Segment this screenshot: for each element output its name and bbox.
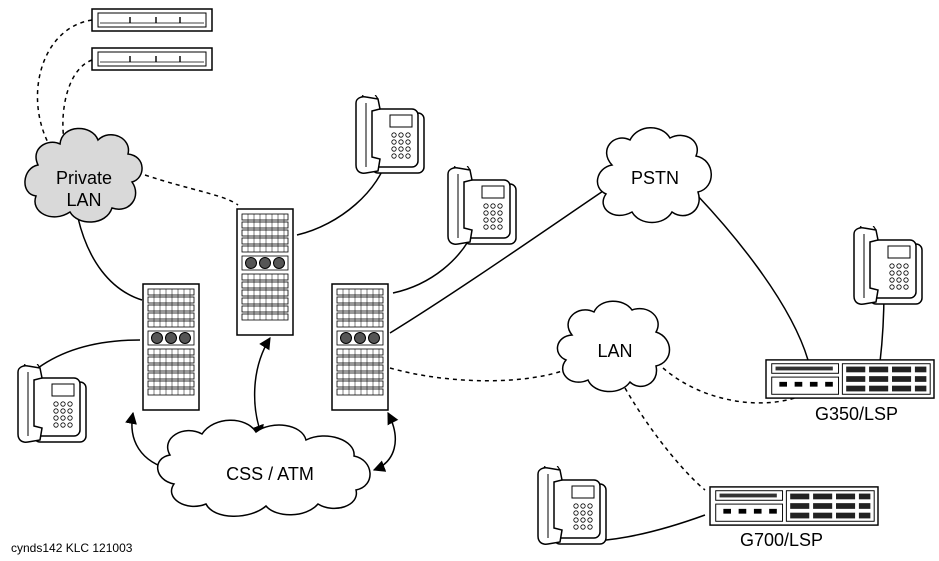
telephone-icon xyxy=(853,226,923,305)
private-lan-label-line-2: LAN xyxy=(66,190,102,210)
figure-id-label: cynds142 KLC 121003 xyxy=(11,541,133,555)
telephone-icon xyxy=(537,466,607,545)
server-rack-icon xyxy=(236,208,294,336)
gateway-icon xyxy=(765,359,935,399)
link-top-unit-1 xyxy=(36,19,93,151)
link-pstn-g350 xyxy=(696,194,809,361)
link-lan-g700 xyxy=(624,387,706,491)
telephone-icon xyxy=(447,166,517,245)
server-rack-icon xyxy=(331,283,389,411)
gateway-icon xyxy=(709,486,879,526)
link-private-lan-left-rack xyxy=(77,217,143,301)
private-lan-label: Private LAN xyxy=(46,167,122,211)
link-right-rack-lan xyxy=(389,367,571,382)
lan-label: LAN xyxy=(597,341,633,361)
cloud-icon xyxy=(596,127,712,224)
rack-unit-icon xyxy=(91,47,213,71)
pstn-label: PSTN xyxy=(630,168,679,188)
cloud-icon xyxy=(24,127,143,223)
cloud-icon xyxy=(157,419,371,517)
telephone-icon xyxy=(17,364,87,443)
link-private-lan-center-rack xyxy=(144,174,239,206)
g700-label: G700/LSP xyxy=(740,530,824,550)
g350-label: G350/LSP xyxy=(815,404,899,424)
link-phone-left-rack xyxy=(37,339,141,369)
link-right-rack-pstn xyxy=(389,184,613,334)
arrow-center-rack-css xyxy=(252,336,271,438)
link-lan-g350 xyxy=(662,367,796,404)
cloud-icon xyxy=(556,300,671,393)
server-rack-icon xyxy=(142,283,200,411)
private-lan-label-line-1: Private xyxy=(55,168,113,188)
rack-unit-icon xyxy=(91,8,213,32)
arrow-right-rack-css xyxy=(372,411,399,472)
telephone-icon xyxy=(355,95,425,174)
css-atm-label: CSS / ATM xyxy=(226,464,314,484)
